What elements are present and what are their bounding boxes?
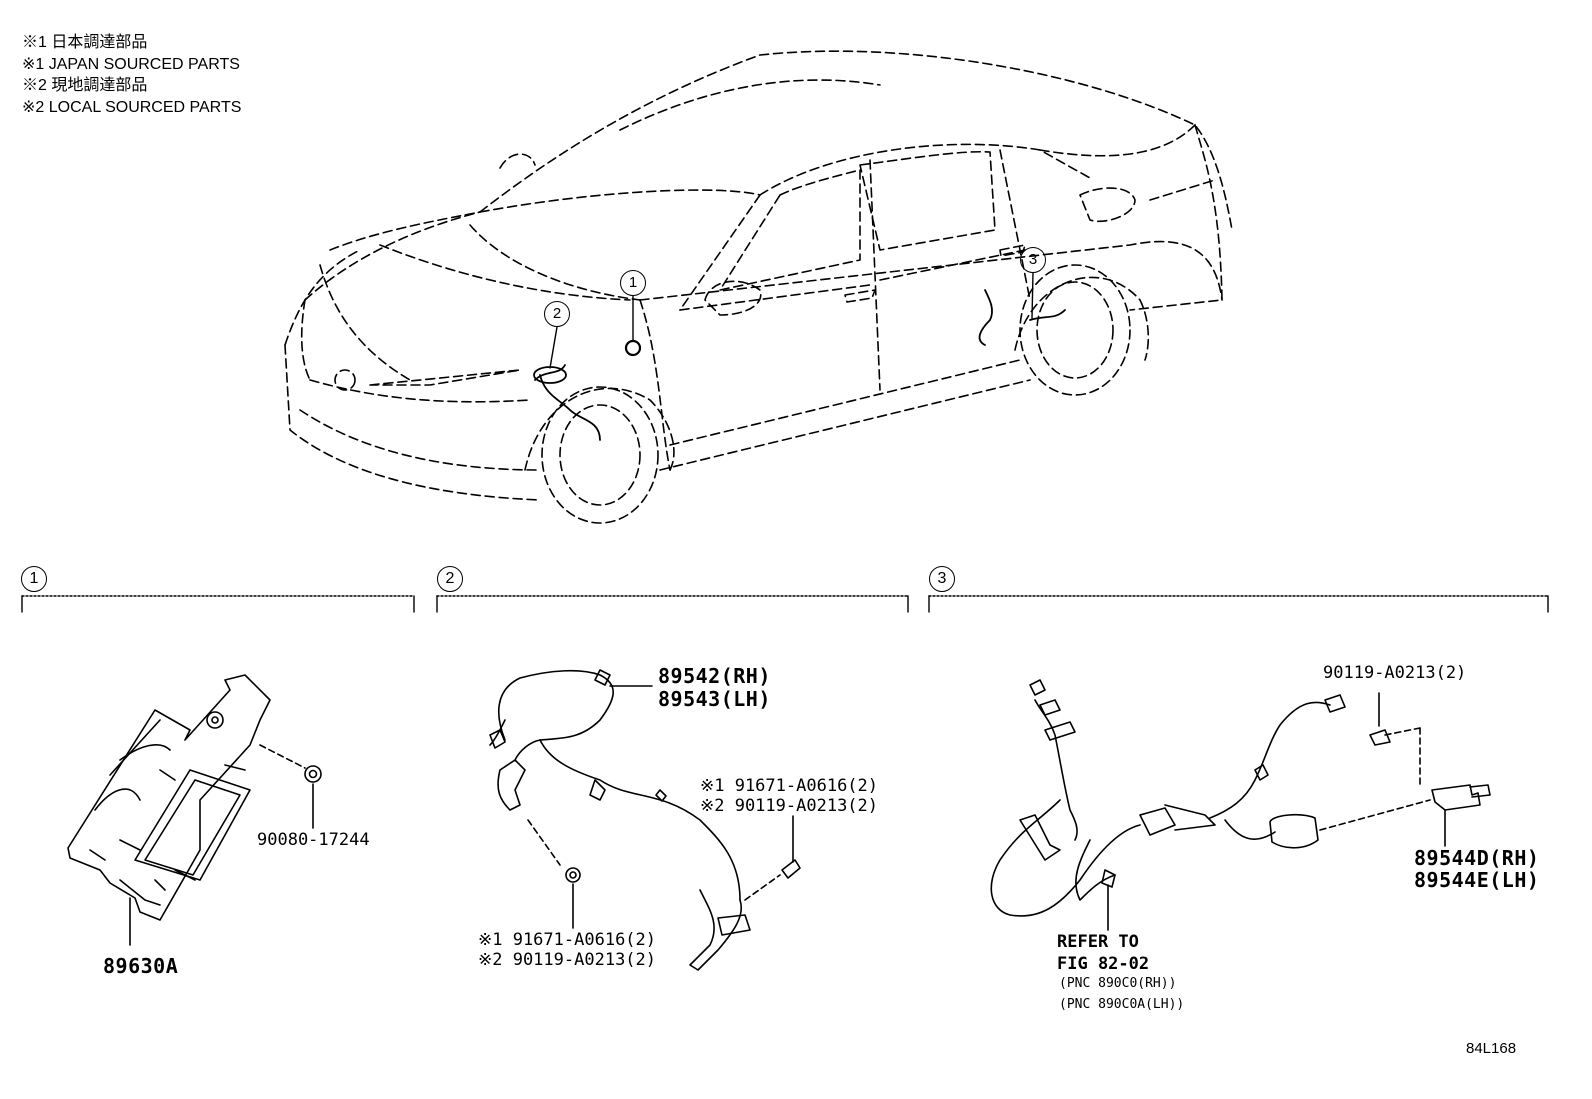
callout-1: 1 — [620, 270, 646, 296]
car-harness — [533, 289, 1066, 441]
bolt-upper-japan: ※1 91671-A0616(2) — [700, 776, 879, 796]
section-1-number: 1 — [21, 566, 47, 592]
sourcing-notes: ※1 日本調達部品 ※1 JAPAN SOURCED PARTS ※2 現地調達… — [22, 32, 241, 118]
front-sensor-drawing — [489, 669, 801, 971]
bolt-lower-japan: ※1 91671-A0616(2) — [478, 930, 657, 950]
callout-2: 2 — [544, 301, 570, 327]
part-number-89542-rh: 89542(RH) — [658, 664, 771, 688]
part-number-89544E-lh: 89544E(LH) — [1414, 868, 1540, 892]
rear-sensor-drawing — [990, 679, 1491, 931]
note-line: ※1 日本調達部品 — [22, 34, 148, 51]
ecu-bracket-drawing — [67, 674, 322, 946]
part-number-89544D-rh: 89544D(RH) — [1414, 846, 1540, 870]
bolt-90119-A0213: 90119-A0213(2) — [1323, 663, 1467, 683]
section-2-number: 2 — [437, 566, 463, 592]
refer-fig-label: FIG 82-02 — [1057, 954, 1150, 974]
section-3-number: 3 — [929, 566, 955, 592]
section-brackets — [21, 595, 1549, 613]
figure-id: 84L168 — [1466, 1040, 1517, 1057]
part-number-89630A: 89630A — [103, 954, 179, 978]
note-line: ※2 LOCAL SOURCED PARTS — [22, 98, 242, 116]
pnc-rh-label: (PNC 890C0(RH)) — [1059, 976, 1177, 991]
bolt-upper-local: ※2 90119-A0213(2) — [700, 796, 879, 816]
part-number-90080-17244: 90080-17244 — [257, 830, 370, 850]
car-illustration — [284, 50, 1233, 524]
callout-leaders — [549, 272, 1034, 369]
callout-3: 3 — [1020, 247, 1046, 273]
pnc-lh-label: (PNC 890C0A(LH)) — [1059, 997, 1185, 1012]
note-line: ※1 JAPAN SOURCED PARTS — [22, 55, 240, 73]
part-number-89543-lh: 89543(LH) — [658, 687, 771, 711]
bolt-lower-local: ※2 90119-A0213(2) — [478, 950, 657, 970]
refer-to-label: REFER TO — [1057, 932, 1139, 952]
note-line: ※2 現地調達部品 — [22, 77, 148, 94]
